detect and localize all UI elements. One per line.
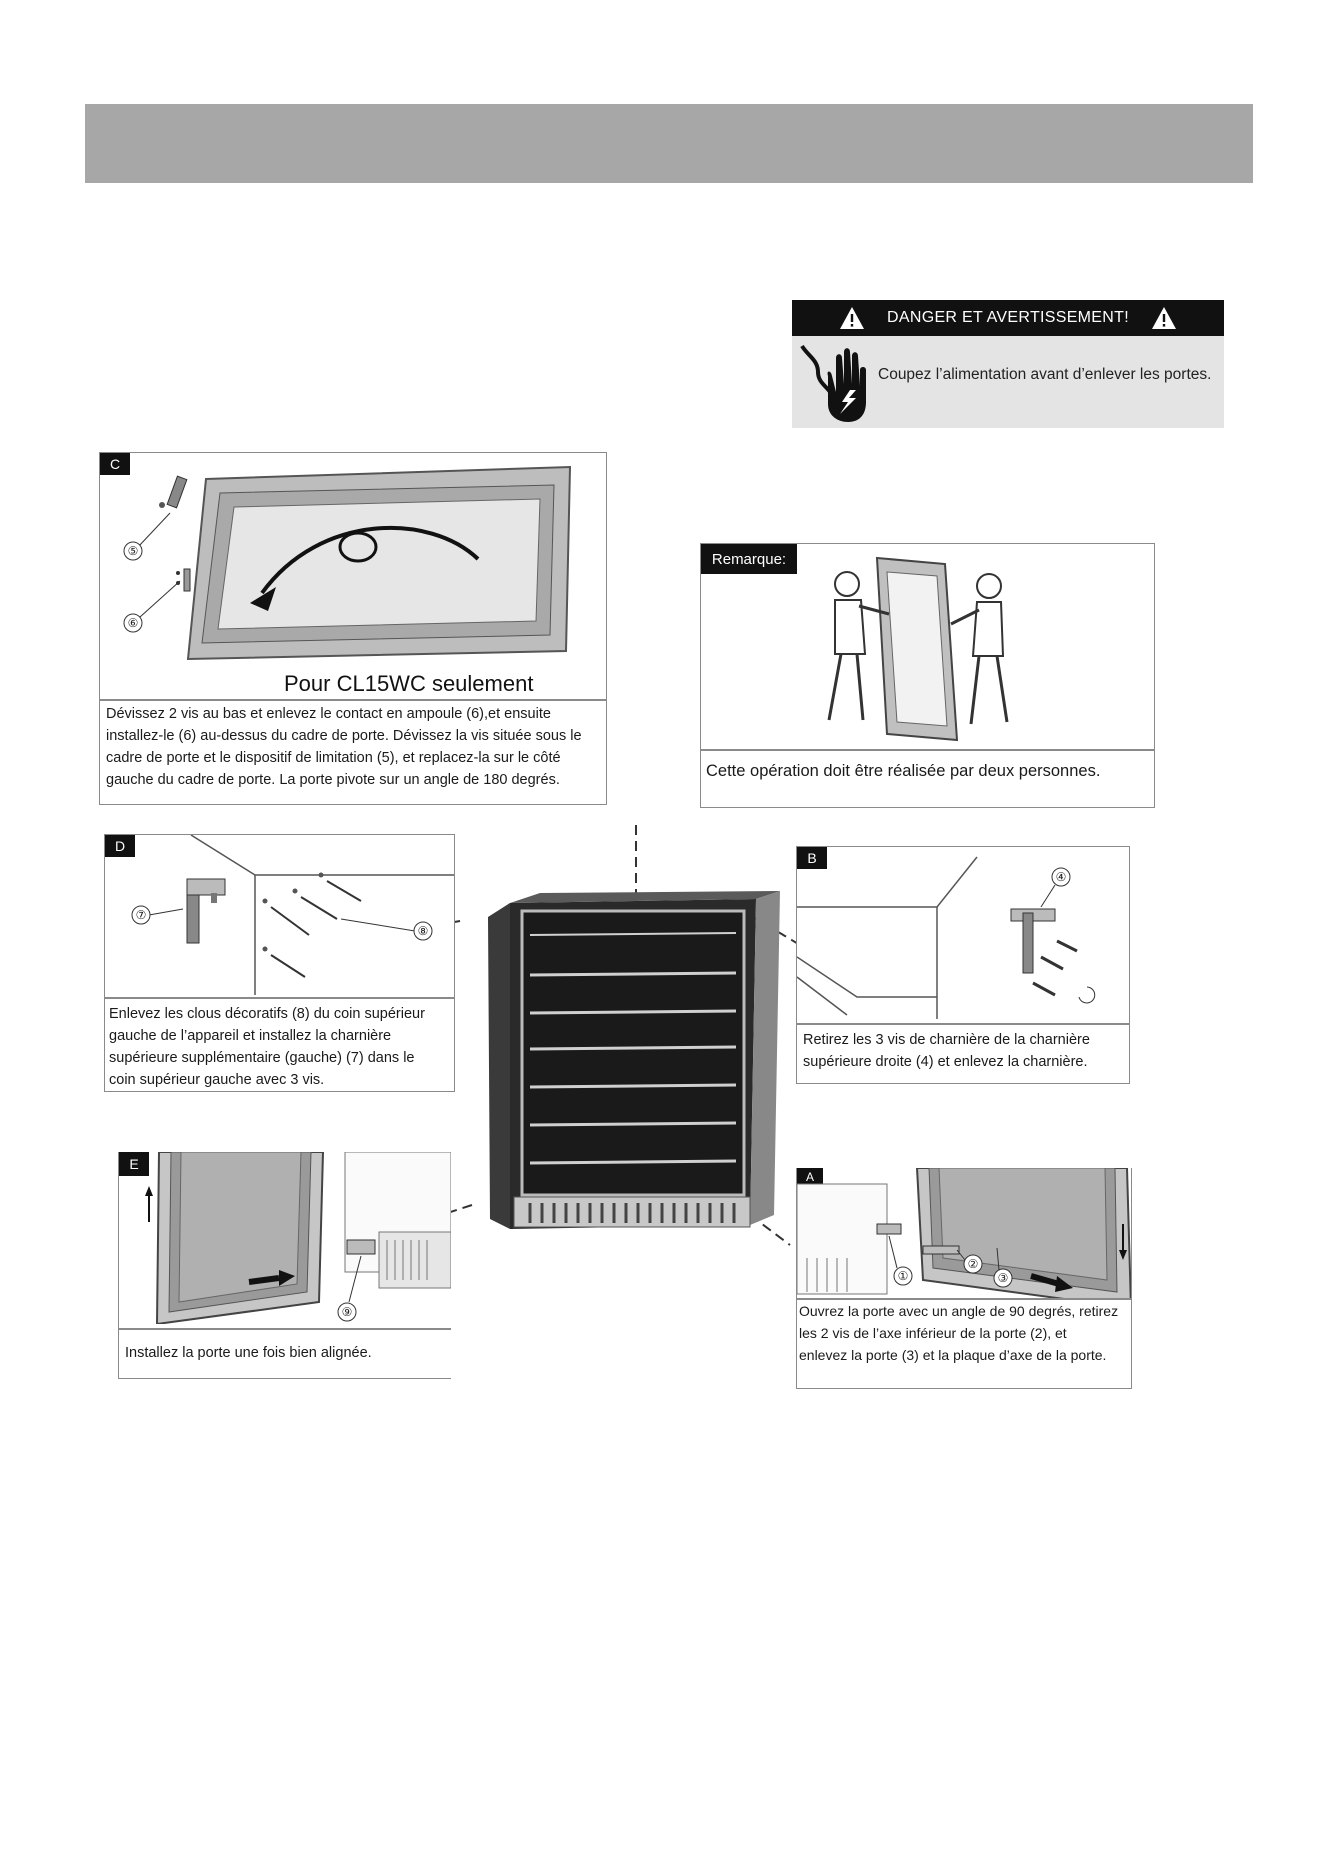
panel-d: D ⑦ ⑧ Enlevez les clous décoratifs (8) d… bbox=[104, 834, 455, 1092]
callout-8: ⑧ bbox=[418, 924, 429, 938]
danger-warning-box: DANGER ET AVERTISSEMENT! Coupez l’alimen… bbox=[792, 300, 1224, 428]
divider bbox=[797, 1298, 1131, 1300]
warning-triangle-icon bbox=[1151, 307, 1176, 329]
callout-4: ④ bbox=[1056, 870, 1067, 884]
panel-label: B bbox=[797, 847, 827, 869]
panel-label: D bbox=[105, 835, 135, 857]
caption-line: Retirez les 3 vis de charnière de la cha… bbox=[803, 1032, 1090, 1048]
caption-line: gauche de l’appareil et installez la cha… bbox=[109, 1028, 392, 1044]
left-hinge-install-illustration: ⑦ ⑧ bbox=[131, 835, 454, 995]
callout-9: ⑨ bbox=[342, 1305, 353, 1319]
right-hinge-removal-illustration: ④ bbox=[797, 856, 1096, 1019]
panel-caption: Dévissez 2 vis au bas et enlevez le cont… bbox=[106, 703, 604, 791]
page-header-bar bbox=[85, 104, 1253, 183]
panel-a: A ① ② ③ Ouvrez la porte avec un angle de… bbox=[796, 1168, 1132, 1389]
caption-line: installez-le (6) au-dessus du cadre de p… bbox=[106, 728, 582, 744]
panel-c: C ⑤ ⑥ Pour CL15WC seulement Dévissez 2 v… bbox=[99, 452, 607, 805]
two-people-carrying-door-illustration bbox=[827, 556, 1009, 742]
warning-header: DANGER ET AVERTISSEMENT! bbox=[792, 300, 1224, 336]
panel-caption: Installez la porte une fois bien alignée… bbox=[125, 1345, 372, 1361]
panel-e: E ⑨ Installez la porte une fois bien ali… bbox=[118, 1152, 451, 1379]
caption-line: supérieure droite (4) et enlevez la char… bbox=[803, 1054, 1088, 1070]
panel-caption: Cette opération doit être réalisée par d… bbox=[706, 762, 1101, 780]
callout-1: ① bbox=[898, 1269, 909, 1283]
panel-caption: Retirez les 3 vis de charnière de la cha… bbox=[803, 1029, 1129, 1073]
divider bbox=[100, 699, 606, 701]
caption-line: supérieure supplémentaire (gauche) (7) d… bbox=[109, 1050, 415, 1066]
panel-label: E bbox=[119, 1152, 149, 1176]
divider bbox=[701, 749, 1154, 751]
panel-b: B ④ Retirez les 3 vis de charnière de la… bbox=[796, 846, 1130, 1084]
panel-subtitle: Pour CL15WC seulement bbox=[284, 671, 534, 696]
panel-label: C bbox=[100, 453, 130, 475]
divider bbox=[119, 1328, 451, 1330]
callout-2: ② bbox=[968, 1257, 979, 1271]
caption-line: Enlevez les clous décoratifs (8) du coin… bbox=[109, 1006, 425, 1022]
door-removal-illustration: ① ② ③ bbox=[797, 1168, 1131, 1298]
door-install-illustration: ⑨ bbox=[145, 1152, 451, 1324]
divider bbox=[105, 997, 454, 999]
panel-caption: Ouvrez la porte avec un angle de 90 degr… bbox=[799, 1300, 1131, 1366]
caption-line: les 2 vis de l’axe inférieur de la porte… bbox=[799, 1325, 1067, 1341]
panel-label: A bbox=[797, 1168, 823, 1186]
panel-label: Remarque: bbox=[701, 544, 797, 574]
callout-6: ⑥ bbox=[128, 616, 139, 630]
callout-5: ⑤ bbox=[128, 544, 139, 558]
panel-remarque: Remarque: Cette opération doit être réal… bbox=[700, 543, 1155, 808]
warning-title: DANGER ET AVERTISSEMENT! bbox=[887, 309, 1129, 326]
door-reversal-illustration: ⑤ ⑥ bbox=[123, 465, 572, 661]
caption-line: coin supérieur gauche avec 3 vis. bbox=[109, 1072, 325, 1088]
divider bbox=[797, 1023, 1129, 1025]
callout-7: ⑦ bbox=[136, 908, 147, 922]
caption-line: Dévissez 2 vis au bas et enlevez le cont… bbox=[106, 706, 551, 722]
electric-shock-hand-icon bbox=[800, 344, 866, 422]
caption-line: cadre de porte et le dispositif de limit… bbox=[106, 750, 561, 766]
panel-caption: Enlevez les clous décoratifs (8) du coin… bbox=[109, 1003, 454, 1091]
caption-line: gauche du cadre de porte. La porte pivot… bbox=[106, 772, 560, 788]
caption-line: Ouvrez la porte avec un angle de 90 degr… bbox=[799, 1303, 1119, 1319]
warning-text: Coupez l’alimentation avant d’enlever le… bbox=[878, 366, 1212, 383]
callout-3: ③ bbox=[998, 1271, 1009, 1285]
warning-triangle-icon bbox=[840, 307, 865, 329]
wine-cooler-illustration bbox=[380, 825, 800, 1246]
caption-line: enlevez la porte (3) et la plaque d’axe … bbox=[799, 1347, 1107, 1363]
